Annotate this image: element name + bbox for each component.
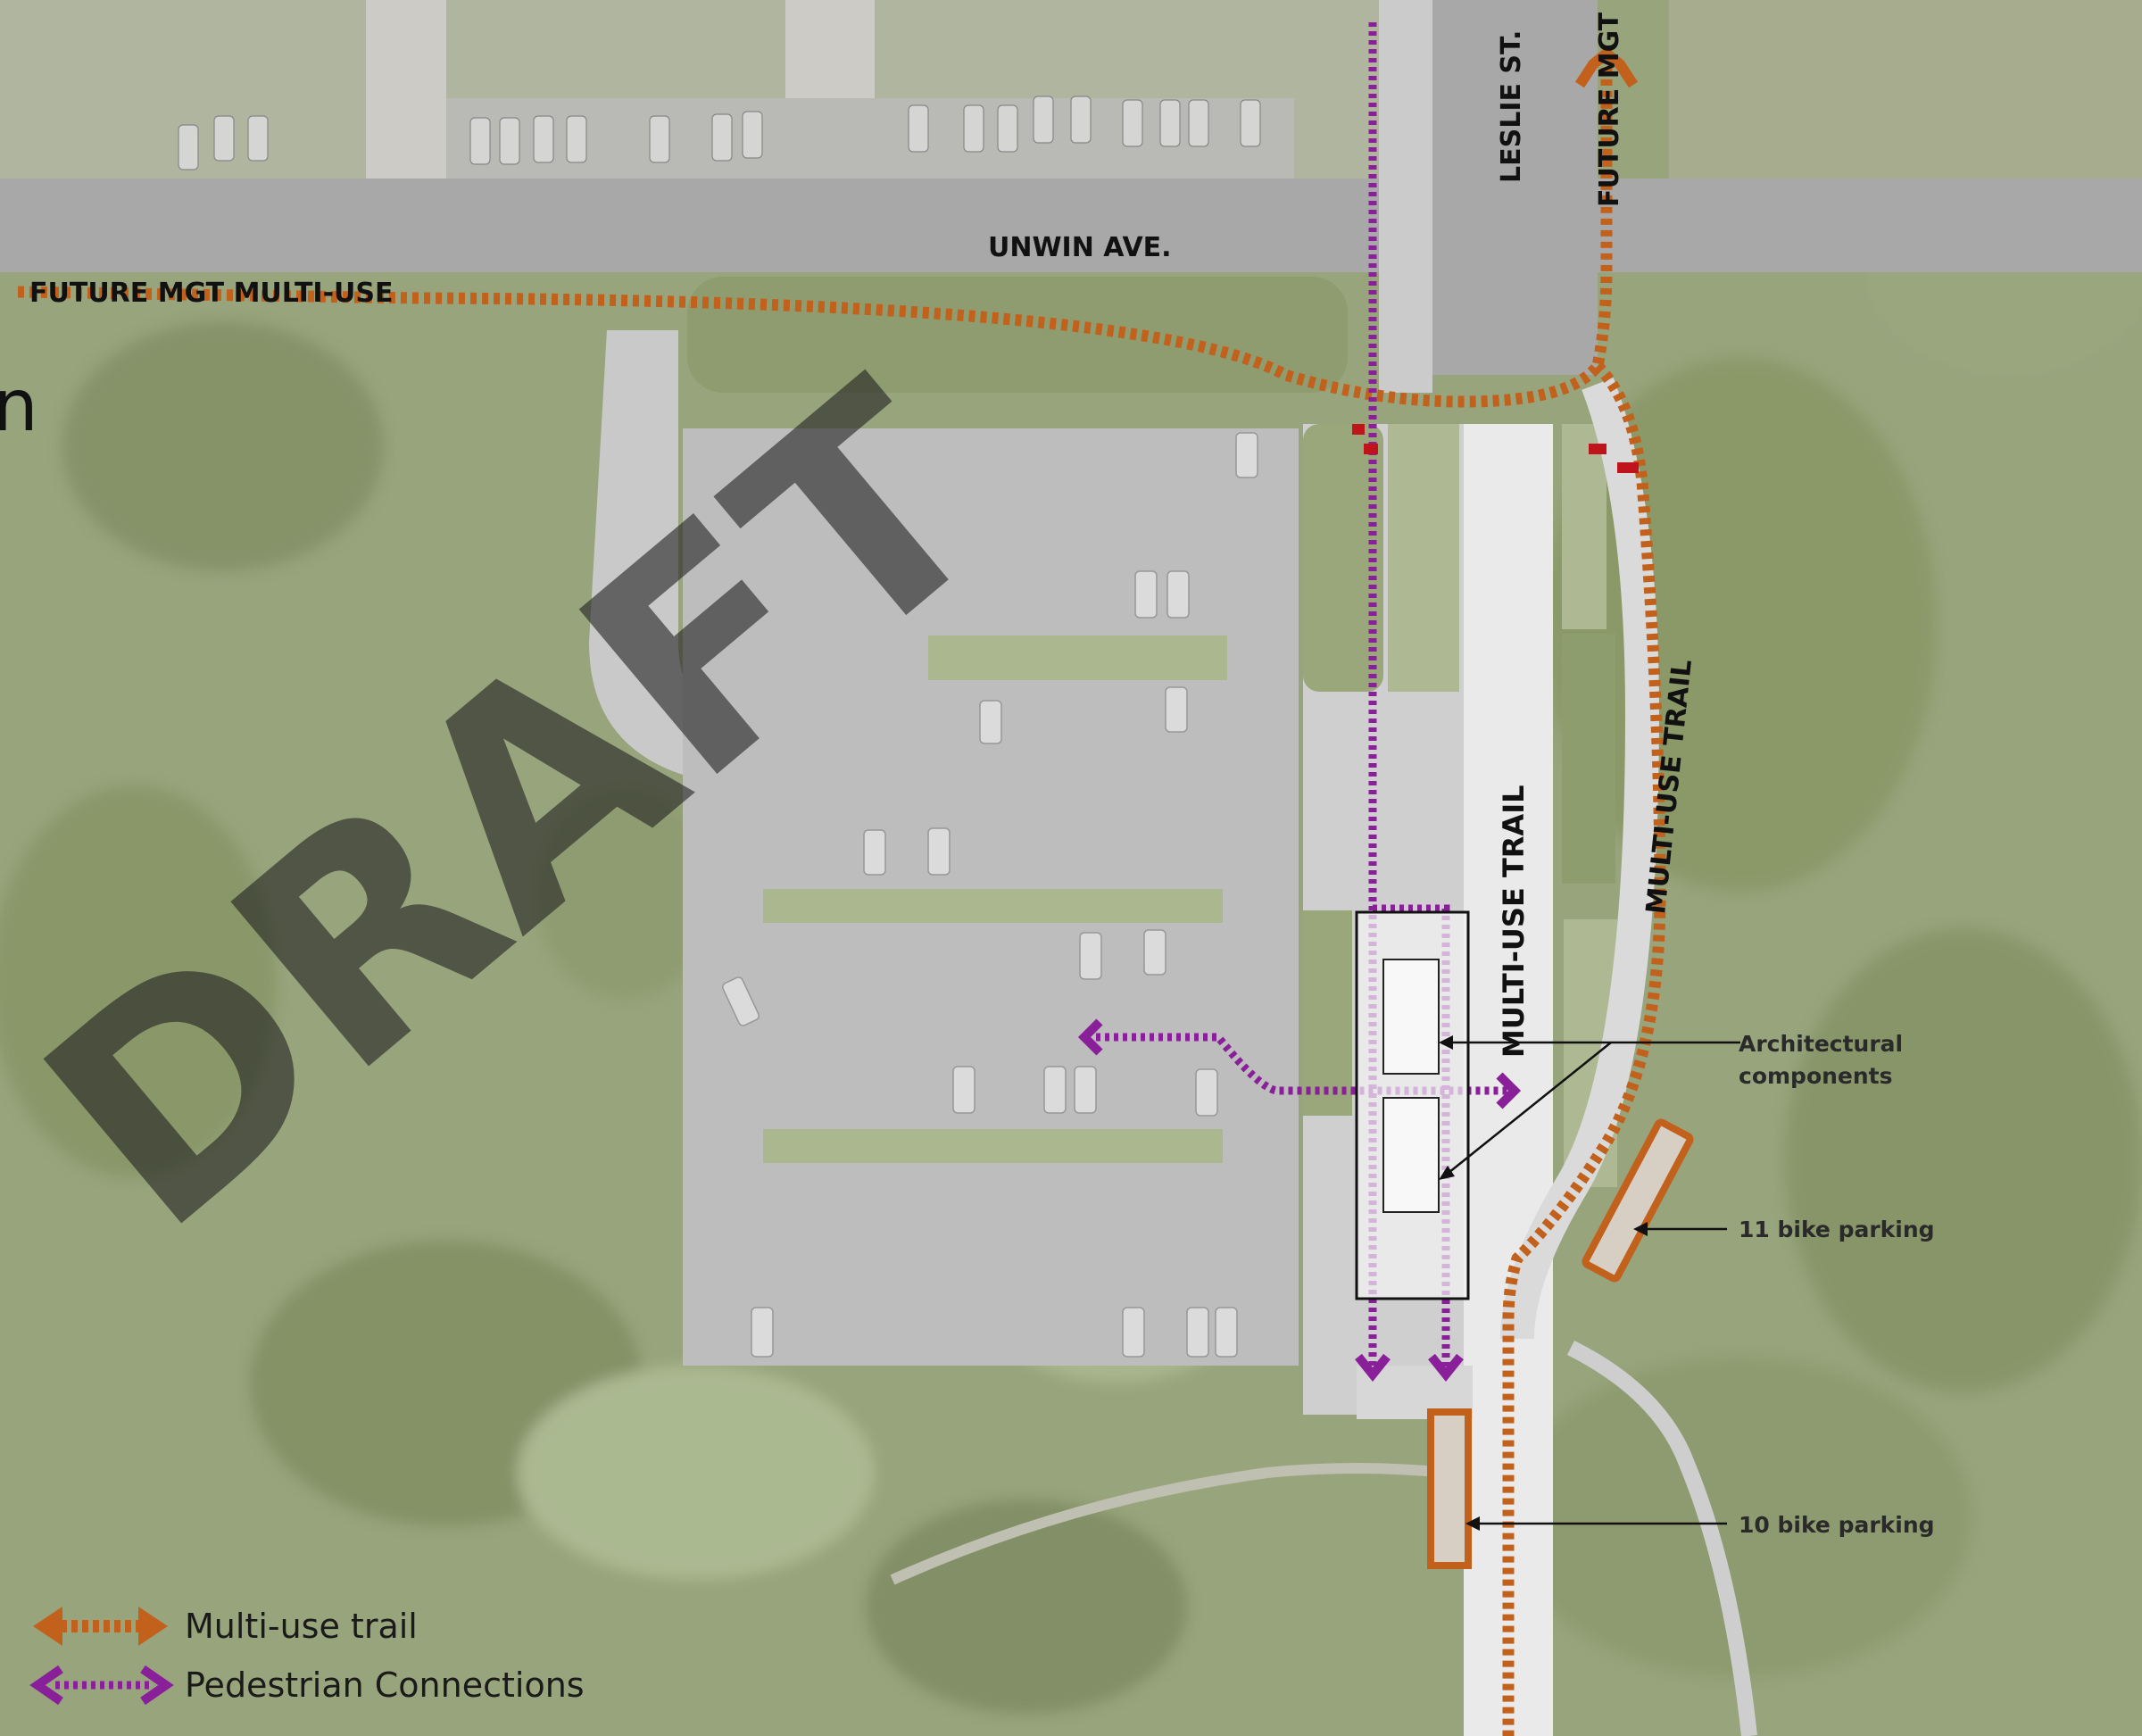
planter bbox=[1303, 424, 1383, 692]
crossing-markers bbox=[1352, 424, 1639, 473]
planter bbox=[1303, 910, 1352, 1116]
pedestrian-arrowheads bbox=[1077, 1018, 1522, 1383]
pedestrian-connection-lines bbox=[1096, 22, 1508, 1370]
unwin-multi-use-trail bbox=[17, 62, 1613, 408]
northeast-garden bbox=[1669, 0, 2142, 201]
grass-island bbox=[687, 277, 1348, 393]
legend-pedestrian-label: Pedestrian Connections bbox=[185, 1665, 585, 1705]
chevron-down-icon bbox=[1428, 1353, 1464, 1383]
parked-cars bbox=[722, 432, 1258, 1358]
annotation-arrowheads bbox=[1439, 1035, 1648, 1531]
driveway bbox=[366, 0, 446, 179]
park-footpath bbox=[890, 1463, 1447, 1585]
architectural-component bbox=[1382, 959, 1440, 1075]
east-trail-pavement bbox=[1500, 378, 1660, 1340]
planter bbox=[1562, 424, 1606, 629]
planting-strip bbox=[763, 889, 1223, 923]
future-mgt-label: FUTURE MGT bbox=[1594, 12, 1625, 207]
multi-use-legend-right-arrow-icon bbox=[138, 1607, 168, 1646]
multi-use-trail-center-label: MULTI-USE TRAIL bbox=[1497, 785, 1531, 1059]
unwin-ave-label: UNWIN AVE. bbox=[988, 232, 1172, 263]
bike-parking-10 bbox=[1427, 1408, 1472, 1569]
architectural-components-label-line1: Architectural bbox=[1739, 1031, 1903, 1057]
multi-use-legend-left-arrow-icon bbox=[33, 1607, 62, 1646]
planter bbox=[1388, 424, 1459, 692]
chevron-down-icon bbox=[1355, 1353, 1391, 1383]
chevron-left-icon bbox=[1077, 1018, 1103, 1056]
legend: Multi-use trail Pedestrian Connections bbox=[29, 1607, 585, 1706]
access-driveway bbox=[589, 330, 857, 785]
south-footpath bbox=[1566, 1340, 1757, 1736]
bike-parking-11 bbox=[1582, 1118, 1694, 1283]
chevron-right-icon bbox=[1496, 1072, 1522, 1109]
unwin-ave-road bbox=[0, 179, 2142, 272]
architectural-component bbox=[1382, 1097, 1440, 1213]
multi-use-trail-lines bbox=[17, 62, 1666, 1736]
future-mgt-multi-use-label: FUTURE MGT MULTI-USE bbox=[29, 278, 393, 309]
edge-text-fragment: n bbox=[0, 364, 38, 447]
leslie-st-label: LESLIE ST. bbox=[1496, 30, 1527, 183]
bike-parking-10-label: 10 bike parking bbox=[1739, 1512, 1935, 1538]
bike-parking-11-label: 11 bike parking bbox=[1739, 1217, 1935, 1242]
street-parked-cars bbox=[178, 96, 1261, 170]
annotation-leaders bbox=[1443, 1041, 1740, 1525]
planter bbox=[1562, 634, 1615, 884]
planting-strip bbox=[763, 1129, 1223, 1163]
parking-strip bbox=[446, 98, 1294, 179]
future-mgt-arrowhead bbox=[1574, 46, 1639, 88]
planting-strip bbox=[928, 635, 1227, 680]
east-multi-use-trail bbox=[1502, 361, 1666, 1736]
east-walkway bbox=[1379, 0, 1432, 393]
pedestrian-legend-right-arrow-icon bbox=[140, 1665, 174, 1706]
pedestrian-legend-left-arrow-icon bbox=[29, 1665, 63, 1706]
architectural-components-label-line2: components bbox=[1739, 1063, 1893, 1089]
legend-multi-use-label: Multi-use trail bbox=[185, 1607, 418, 1646]
leslie-st-road bbox=[1428, 0, 1598, 375]
